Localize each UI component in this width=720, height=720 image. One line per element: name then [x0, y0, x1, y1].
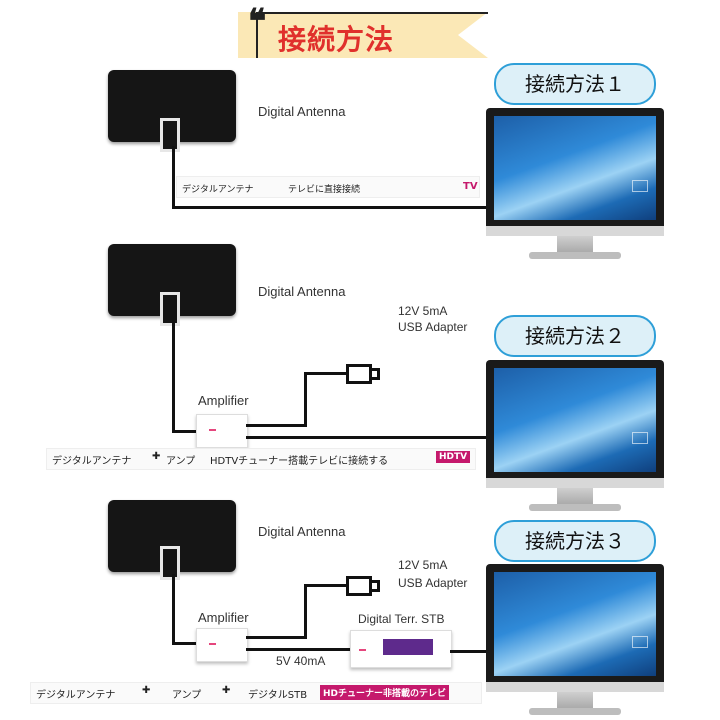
cable [246, 648, 350, 651]
monitor-frame [486, 108, 664, 236]
monitor-frame [486, 360, 664, 488]
amplifier-led [209, 643, 216, 645]
calendar-widget [632, 180, 648, 192]
caption-part: デジタルアンテナ [52, 456, 132, 467]
method-pill: 接続方法１ [494, 63, 656, 105]
antenna-connector [160, 118, 180, 152]
monitor-foot [529, 708, 621, 715]
amplifier-led [209, 429, 216, 431]
monitor-bezel-bottom [486, 478, 664, 488]
stb-box [350, 630, 452, 668]
cable [246, 636, 306, 639]
quote-icon: ❝ [248, 2, 267, 42]
caption-part: デジタルSTB [248, 690, 308, 701]
monitor-screen [494, 572, 656, 676]
monitor-stand [557, 692, 593, 710]
adapter-voltage: 12V 5mA [398, 558, 448, 572]
monitor-screen [494, 116, 656, 220]
usb-plug-tip [372, 580, 380, 592]
cable [304, 372, 348, 375]
header-banner: ❝ 接続方法 [238, 2, 490, 60]
antenna-connector [160, 546, 180, 580]
caption-part: アンプ [172, 690, 202, 701]
antenna-label: Digital Antenna [258, 104, 346, 119]
adapter-type: USB Adapter [398, 320, 468, 334]
monitor-stand [557, 488, 593, 506]
adapter-voltage: 12V 5mA [398, 304, 448, 318]
cable [172, 574, 175, 644]
cable [246, 436, 488, 439]
amplifier-label: Amplifier [198, 610, 249, 625]
page-title: 接続方法 [278, 23, 395, 56]
caption-strip [176, 176, 480, 198]
cable [304, 584, 348, 587]
antenna-label: Digital Antenna [258, 284, 346, 299]
banner-background [238, 12, 488, 58]
monitor-foot [529, 252, 621, 259]
plus-icon: ✚ [152, 451, 161, 462]
banner-border-top [256, 12, 488, 14]
cable [172, 430, 196, 433]
monitor-bezel-bottom [486, 682, 664, 692]
usb-plug-tip [372, 368, 380, 380]
caption-left: デジタルアンテナ [182, 185, 254, 195]
stb-led [359, 649, 366, 651]
plus-icon: ✚ [142, 685, 151, 696]
antenna-connector [160, 292, 180, 326]
amplifier-box [196, 628, 248, 662]
banner-border-left [256, 12, 258, 58]
cable [304, 372, 307, 427]
power-label: 5V 40mA [276, 654, 326, 668]
monitor-screen [494, 368, 656, 472]
cable [450, 650, 488, 653]
monitor-stand [557, 236, 593, 254]
cable [172, 642, 196, 645]
hdtv-tag: HDTV [436, 451, 471, 463]
cable [172, 320, 175, 432]
tv-tag: TV [463, 181, 478, 192]
method-pill: 接続方法２ [494, 315, 656, 357]
amplifier-label: Amplifier [198, 393, 249, 408]
usb-plug-icon [346, 364, 372, 384]
amplifier-box [196, 414, 248, 448]
method-pill: 接続方法３ [494, 520, 656, 562]
plus-icon: ✚ [222, 685, 231, 696]
adapter-type: USB Adapter [398, 576, 468, 590]
caption-mid: テレビに直接接続 [288, 185, 361, 195]
calendar-widget [632, 636, 648, 648]
monitor-foot [529, 504, 621, 511]
cable [304, 584, 307, 639]
cable [246, 424, 306, 427]
non-hd-tv-tag: HDチューナー非搭載のテレビ [320, 685, 450, 700]
calendar-widget [632, 432, 648, 444]
cable [172, 146, 175, 208]
caption-strip [46, 448, 476, 470]
stb-label: Digital Terr. STB [358, 612, 445, 626]
cable [172, 206, 488, 209]
usb-plug-icon [346, 576, 372, 596]
caption-part: アンプ [166, 456, 196, 467]
monitor-bezel-bottom [486, 226, 664, 236]
caption-part: HDTVチューナー搭載テレビに接続する [210, 456, 389, 467]
antenna-label: Digital Antenna [258, 524, 346, 539]
caption-part: デジタルアンテナ [36, 690, 116, 701]
monitor-frame [486, 564, 664, 692]
stb-display [383, 639, 433, 655]
